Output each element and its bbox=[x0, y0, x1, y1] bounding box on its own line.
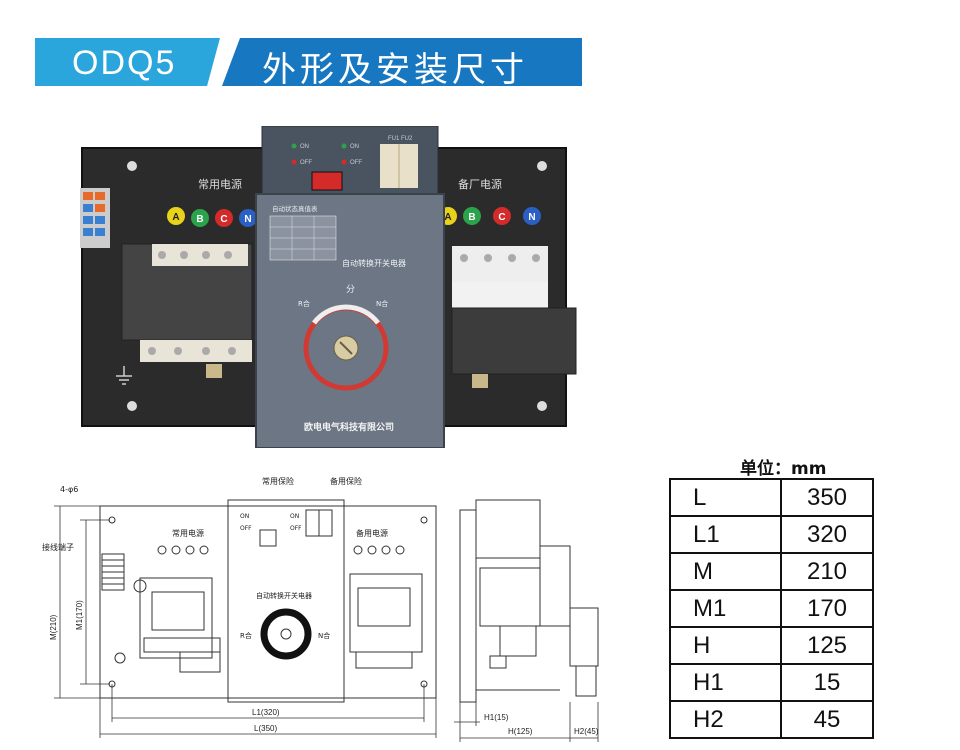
drawing-normal-fuse-label: 常用保险 bbox=[262, 476, 294, 486]
drawing-panel-title: 自动转换开关电器 bbox=[256, 591, 312, 600]
svg-text:A: A bbox=[444, 212, 451, 223]
photo-fuse-label: FU1 FU2 bbox=[388, 136, 413, 142]
svg-text:N合: N合 bbox=[318, 631, 330, 640]
dimension-value: 350 bbox=[780, 478, 874, 517]
model-name: ODQ5 bbox=[72, 44, 177, 82]
product-photo: 常用电源 备厂电源 A B C N A B C N bbox=[80, 126, 577, 448]
dimension-key: H1 bbox=[669, 663, 782, 702]
svg-text:C: C bbox=[498, 212, 505, 223]
svg-text:N: N bbox=[244, 214, 251, 225]
dim-h-label: H(125) bbox=[508, 727, 533, 736]
svg-text:自动状态真值表: 自动状态真值表 bbox=[272, 204, 318, 213]
dim-l-label: L(350) bbox=[254, 724, 277, 733]
dim-l1-label: L1(320) bbox=[252, 708, 280, 717]
unit-label: 单位：mm bbox=[740, 459, 827, 479]
ground-icon bbox=[116, 366, 132, 385]
dimension-key: M1 bbox=[669, 589, 782, 628]
dimension-value: 125 bbox=[780, 626, 874, 665]
svg-text:R合: R合 bbox=[298, 299, 310, 308]
dimension-value: 320 bbox=[780, 515, 874, 554]
dim-m-label: M(210) bbox=[49, 614, 58, 640]
svg-text:OFF: OFF bbox=[300, 160, 312, 166]
dimension-key: L bbox=[669, 478, 782, 517]
dimension-key: L1 bbox=[669, 515, 782, 554]
dimension-value: 45 bbox=[780, 700, 874, 739]
table-row: H 125 bbox=[669, 626, 874, 665]
photo-company: 欧电电气科技有限公司 bbox=[304, 421, 394, 433]
photo-panel-title: 自动转换开关电器 bbox=[342, 258, 406, 268]
dimensions-table: L 350 L1 320 M 210 M1 170 H 125 H1 15 H2… bbox=[669, 478, 874, 739]
svg-text:ON: ON bbox=[240, 513, 249, 520]
table-row: L 350 bbox=[669, 478, 874, 517]
svg-text:ON: ON bbox=[300, 144, 309, 150]
table-row: M1 170 bbox=[669, 589, 874, 628]
dimension-key: H bbox=[669, 626, 782, 665]
svg-text:B: B bbox=[468, 212, 475, 223]
table-row: L1 320 bbox=[669, 515, 874, 554]
svg-text:N合: N合 bbox=[376, 299, 388, 308]
dimension-value: 170 bbox=[780, 589, 874, 628]
svg-text:ON: ON bbox=[350, 144, 359, 150]
svg-text:OFF: OFF bbox=[290, 525, 302, 532]
drawing-backup-power-label: 备用电源 bbox=[356, 528, 388, 538]
svg-text:ON: ON bbox=[290, 513, 299, 520]
side-view-drawing: H1(15) H(125) H2(45) bbox=[454, 499, 599, 742]
svg-text:C: C bbox=[220, 214, 227, 225]
svg-text:OFF: OFF bbox=[240, 525, 252, 532]
svg-text:OFF: OFF bbox=[350, 160, 362, 166]
banner-title-background bbox=[222, 38, 582, 86]
svg-text:B: B bbox=[196, 214, 203, 225]
dimension-key: M bbox=[669, 552, 782, 591]
dimension-value: 210 bbox=[780, 552, 874, 591]
dimension-value: 15 bbox=[780, 663, 874, 702]
drawing-terminal-label: 接线端子 bbox=[42, 542, 74, 552]
dim-h2-label: H2(45) bbox=[574, 727, 599, 736]
drawing-normal-power-label: 常用电源 bbox=[172, 528, 204, 538]
table-row: H2 45 bbox=[669, 700, 874, 739]
right-breaker bbox=[451, 246, 577, 388]
drawing-holes-label: 4-φ6 bbox=[60, 485, 78, 494]
svg-text:R合: R合 bbox=[240, 631, 252, 640]
photo-normal-power-label: 常用电源 bbox=[198, 177, 242, 191]
status-truth-table: 自动状态真值表 bbox=[269, 204, 337, 261]
left-breaker bbox=[121, 243, 253, 378]
dim-h1-label: H1(15) bbox=[484, 713, 509, 722]
drawing-backup-fuse-label: 备用保险 bbox=[330, 476, 362, 486]
svg-text:A: A bbox=[172, 212, 179, 223]
table-row: M 210 bbox=[669, 552, 874, 591]
page-title: 外形及安装尺寸 bbox=[262, 50, 528, 90]
photo-backup-power-label: 备厂电源 bbox=[458, 177, 502, 191]
table-row: H1 15 bbox=[669, 663, 874, 702]
terminal-block bbox=[80, 188, 110, 248]
dim-m1-label: M1(170) bbox=[75, 600, 84, 630]
phase-indicators-right: A B C N bbox=[439, 207, 541, 225]
front-view-drawing: 4-φ6 接线端子 常用保险 备用保险 常用电源 备用电源 自动转换开关电器 R… bbox=[42, 476, 437, 738]
svg-text:N: N bbox=[528, 212, 535, 223]
dimension-key: H2 bbox=[669, 700, 782, 739]
transfer-dial bbox=[303, 304, 389, 391]
phase-indicators-left: A B C N bbox=[167, 207, 257, 227]
banner-model-background bbox=[35, 38, 220, 86]
photo-off-label: 分 bbox=[346, 284, 355, 295]
